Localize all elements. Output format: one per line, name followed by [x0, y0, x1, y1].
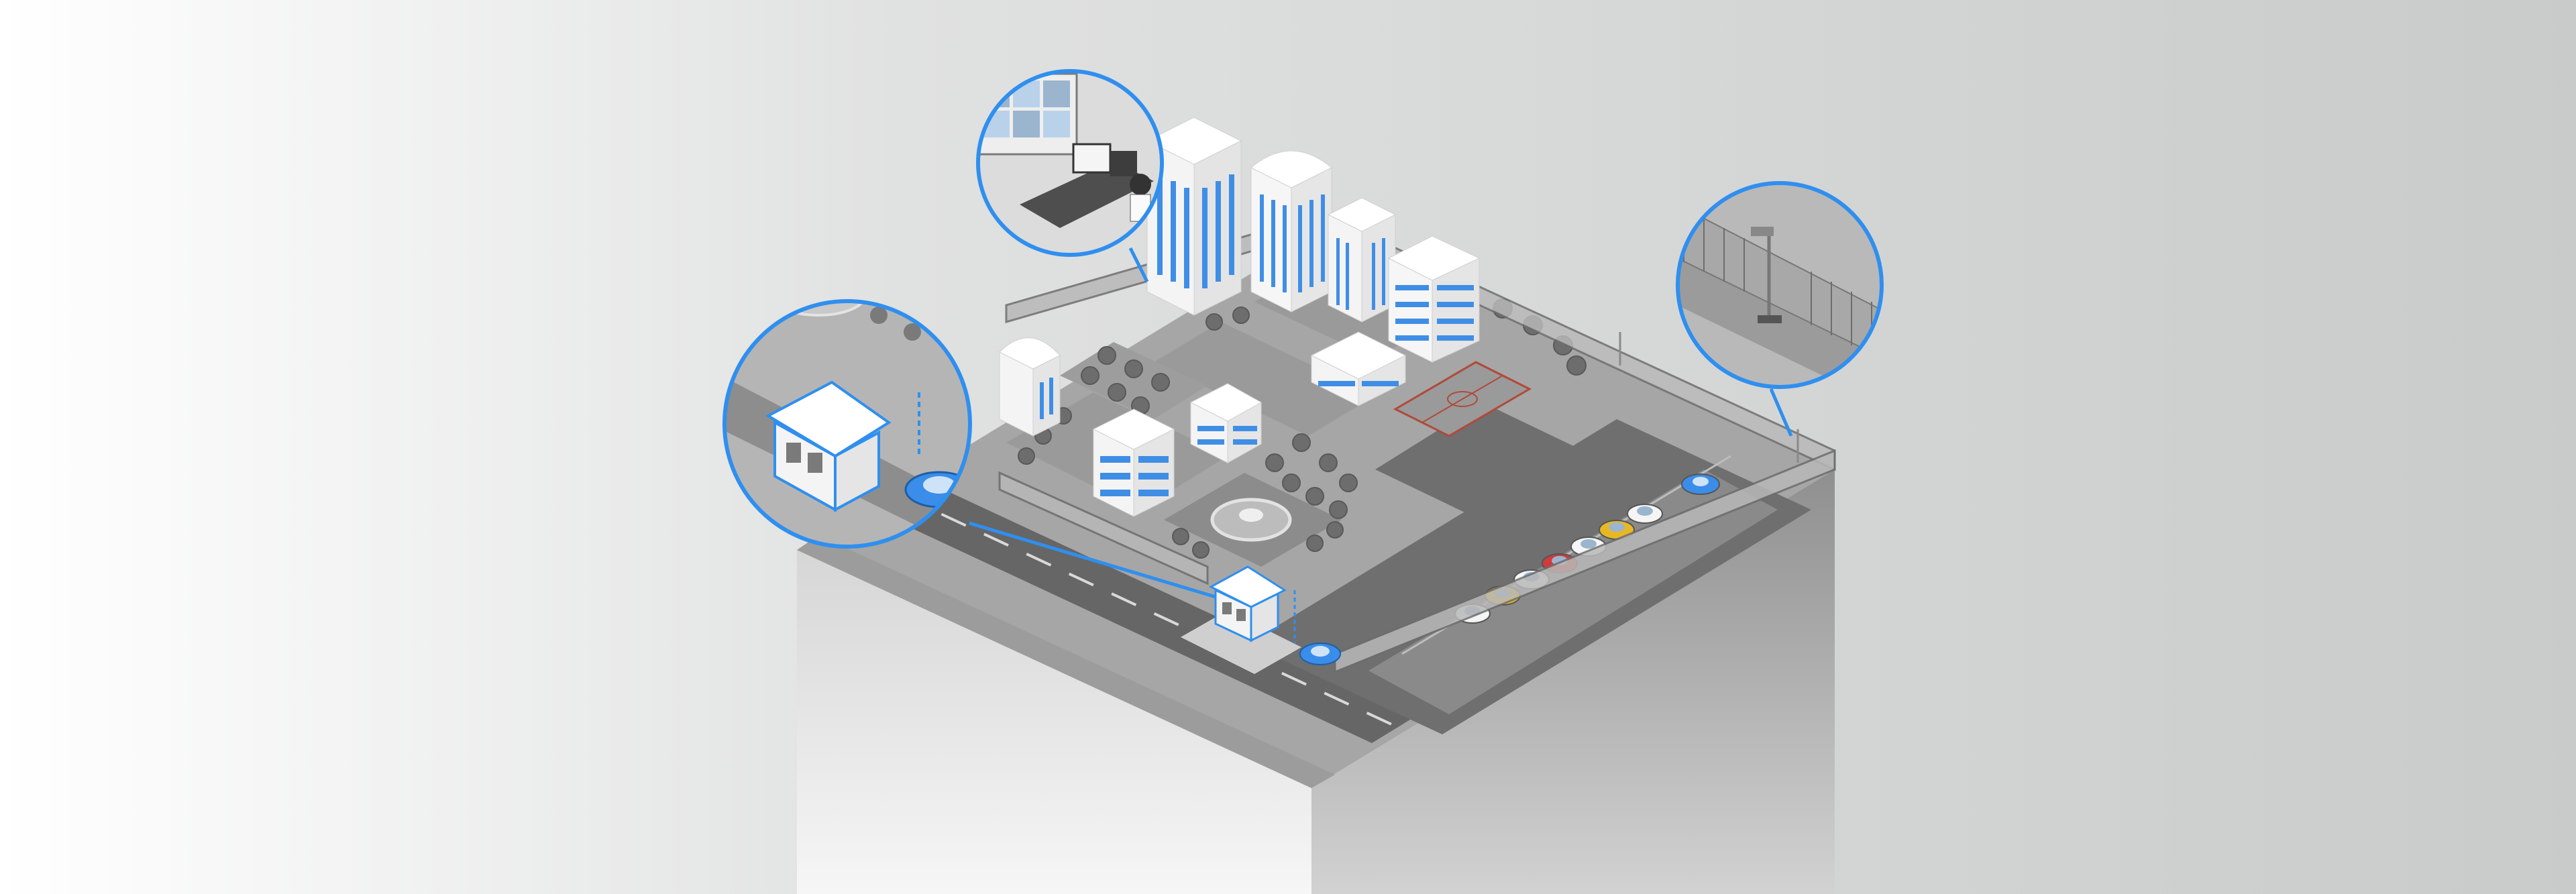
block-right-face	[1311, 469, 1835, 894]
office-tower	[1250, 150, 1332, 313]
callout-connector	[1769, 388, 1793, 437]
perimeter-camera-icon	[1676, 181, 1884, 389]
low-building	[1310, 331, 1407, 406]
callout-connector	[1128, 247, 1149, 283]
mid-building	[1092, 408, 1175, 517]
car-icon	[1299, 642, 1341, 665]
side-building	[999, 337, 1061, 437]
low-building	[1189, 383, 1263, 463]
lawn-block	[1060, 342, 1208, 419]
car-icon	[1681, 473, 1720, 495]
camera-pole	[1619, 332, 1799, 463]
entry-road	[872, 480, 1422, 743]
block-left-face	[797, 550, 1311, 894]
office-tower	[1327, 197, 1397, 323]
monitoring-room-icon	[976, 69, 1164, 257]
office-tower	[1387, 235, 1481, 363]
car-icon	[1627, 504, 1663, 524]
lawn-block	[1154, 322, 1375, 436]
security-booth-icon	[1181, 565, 1301, 674]
sidewalk-outer	[797, 535, 1335, 788]
inner-road-upper	[1375, 402, 1650, 550]
callout-connector	[969, 521, 1216, 599]
